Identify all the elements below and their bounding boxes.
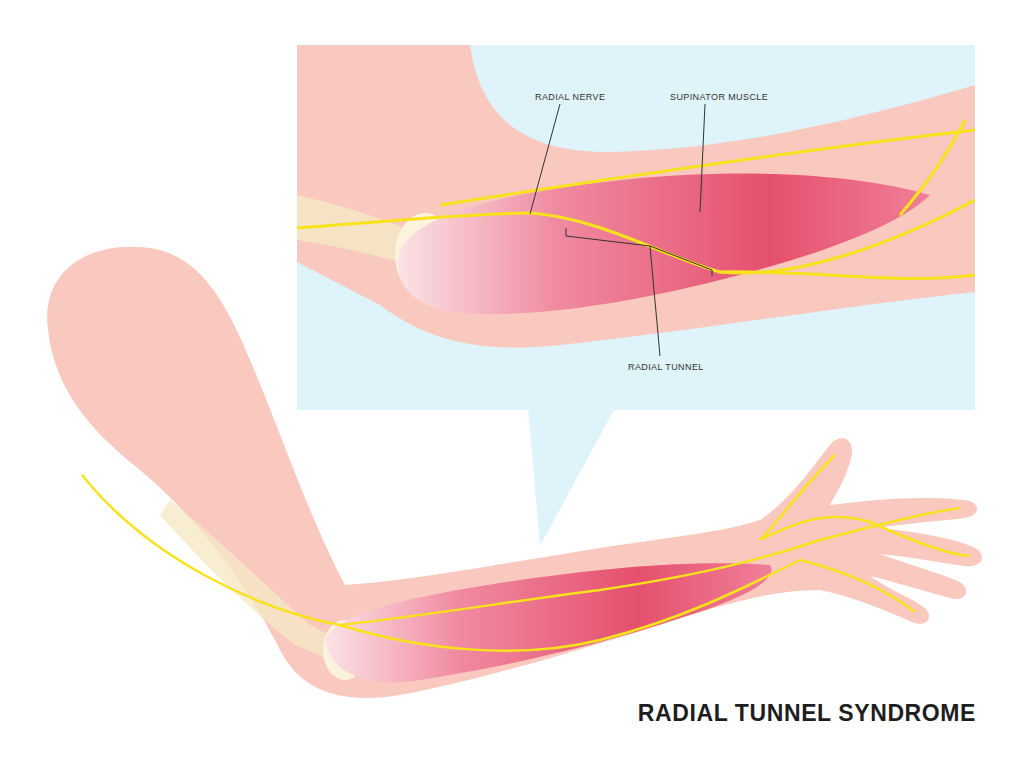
nerve-lines	[82, 455, 970, 651]
callout-pointer	[528, 408, 615, 546]
part-name: RADIAL TUNNEL	[628, 362, 704, 372]
leader-lines	[530, 104, 712, 356]
diagram-title: RADIAL TUNNEL SYNDROME	[638, 700, 976, 727]
forearm-muscle	[325, 563, 772, 682]
inset-arm	[297, 45, 975, 348]
humerus	[160, 500, 340, 660]
inset-nerves	[297, 120, 975, 278]
inset-panel	[297, 45, 975, 410]
supinator-muscle	[398, 173, 930, 314]
part-name: RADIAL NERVE	[535, 92, 605, 102]
part-name: SUPINATOR MUSCLE	[670, 92, 768, 102]
